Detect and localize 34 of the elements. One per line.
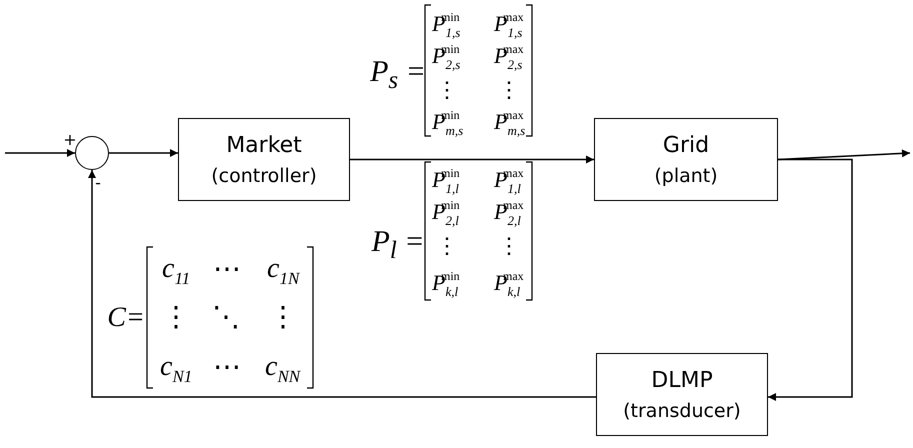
block-title: Grid — [662, 132, 710, 160]
block-box — [594, 118, 778, 201]
sign-label: - — [95, 175, 101, 191]
block-subtitle: (plant) — [654, 164, 718, 189]
block-box — [596, 353, 768, 436]
summing-junction — [75, 136, 109, 170]
arrow — [778, 149, 910, 160]
ellipsis-symbol: ⋮ — [498, 79, 520, 101]
ellipsis-symbol: ⋯ — [213, 354, 241, 382]
block-subtitle: (transducer) — [623, 398, 741, 424]
arrow — [88, 170, 596, 398]
ellipsis-symbol: ⋮ — [498, 235, 520, 257]
arrow — [109, 149, 178, 157]
equation-label: P$_{l}$ = — [371, 227, 425, 263]
ellipsis-symbol: ⋯ — [213, 256, 241, 284]
arrow — [5, 149, 75, 157]
ellipsis-symbol: ⋮ — [162, 304, 190, 332]
ellipsis-symbol: ⋮ — [436, 79, 458, 101]
ellipsis-symbol: ⋱ — [212, 304, 240, 332]
equation-label: P$_{s}$ = — [370, 57, 426, 93]
matrix-entry: c$_{11}$ — [162, 255, 190, 287]
arrow — [350, 156, 594, 164]
matrix-entry: c$_{N1}$ — [160, 353, 192, 385]
block-title: Market — [226, 132, 302, 160]
arrow — [768, 158, 853, 401]
block-subtitle: (controller) — [211, 164, 317, 189]
matrix-entry: c$_{1N}$ — [267, 255, 300, 287]
block-box — [178, 118, 350, 201]
ellipsis-symbol: ⋮ — [269, 304, 297, 332]
ellipsis-symbol: ⋮ — [436, 235, 458, 257]
sign-label: + — [63, 132, 77, 148]
equation-label: C= — [107, 304, 145, 332]
block-title: DLMP — [651, 366, 713, 395]
matrix-entry: c$_{NN}$ — [265, 353, 300, 385]
